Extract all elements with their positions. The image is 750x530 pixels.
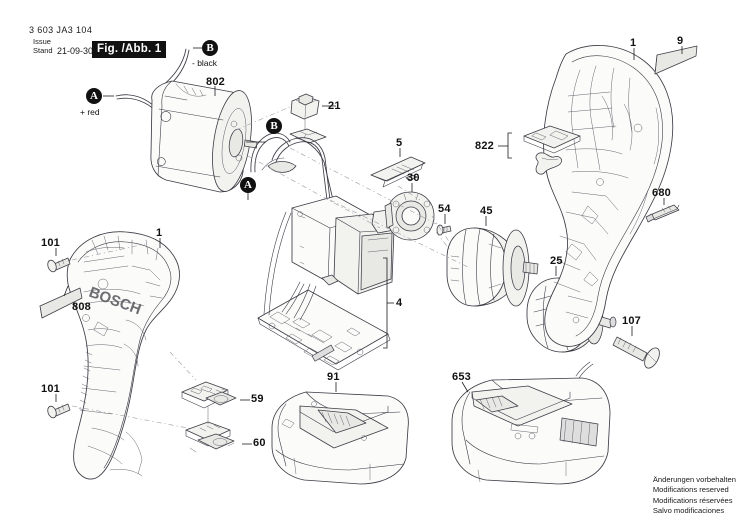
align-54-45 (435, 231, 451, 251)
callout-680: 680 (652, 187, 671, 199)
stand-label: Stand (33, 45, 53, 55)
part-59-contact (181, 381, 237, 409)
callout-21: 21 (328, 100, 341, 112)
callout-91: 91 (327, 371, 340, 383)
callout-60: 60 (253, 437, 266, 449)
issue-label: Issue (33, 37, 51, 46)
part-21-switch-cap (290, 93, 320, 120)
align-b-marker (235, 105, 293, 131)
part-107-screw (612, 336, 660, 369)
align-motor-to-gearbox (247, 155, 381, 229)
footer-line-fr: Modifications réservées (652, 495, 733, 505)
callout-107: 107 (622, 315, 641, 327)
part-45-gearbox (446, 227, 539, 307)
part-21-plate (289, 128, 327, 144)
pcb-board (257, 211, 391, 371)
callout-30: 30 (407, 172, 420, 184)
marker-b-top-note: - black (192, 58, 218, 68)
issue-date: 21-09-30 (57, 46, 94, 56)
marker-a-mid: A (240, 177, 256, 193)
part-822-clip-set (523, 125, 581, 175)
switch-module-4 (291, 195, 397, 295)
part-60-contact (185, 421, 235, 453)
figure-badge: Fig. /Abb. 1 (92, 41, 167, 58)
footer-line-en: Modifications reserved (652, 485, 729, 495)
callout-45: 45 (480, 205, 493, 217)
lead-653 (461, 381, 469, 393)
callout-5: 5 (396, 137, 403, 149)
marker-a-top: A (86, 88, 102, 104)
callout-25: 25 (550, 255, 563, 267)
wire-harness (250, 132, 335, 205)
motor-wire-red (115, 94, 158, 113)
callout-802: 802 (206, 76, 225, 88)
part-808-nameplate (39, 287, 83, 319)
align-switch-axis (289, 147, 441, 227)
part-9-label-strip (654, 45, 698, 75)
align-101-bottom (71, 405, 199, 431)
motor-802 (150, 80, 258, 193)
callout-822: 822 (475, 140, 494, 152)
callout-4: 4 (396, 297, 403, 309)
align-5-30 (397, 185, 421, 201)
footer-line-de: Änderungen vorbehalten (652, 475, 736, 485)
part-5-clip-plate (370, 156, 426, 188)
align-assembly-axis (329, 199, 471, 269)
footer-line-es: Salvo modificaciones (652, 505, 725, 515)
callout-101-top: 101 (41, 237, 60, 249)
callout-54: 54 (438, 203, 451, 215)
part-653-charger (451, 361, 611, 485)
marker-a-top-note: + red (80, 107, 100, 117)
callout-1-right: 1 (630, 37, 637, 49)
part-number: 3 603 JA3 104 (29, 25, 93, 35)
bracket-822 (507, 132, 512, 159)
part-680-bit (645, 204, 680, 223)
align-housing-59 (169, 351, 197, 381)
part-101-screw-bottom (47, 403, 71, 419)
marker-b-top: B (202, 40, 218, 56)
align-101-top (71, 243, 146, 261)
callout-1-left: 1 (156, 227, 163, 239)
part-30-flange (384, 191, 435, 241)
callout-808: 808 (72, 301, 91, 313)
marker-b-mid: B (266, 118, 282, 134)
footer-disclaimer: Änderungen vorbehalten Modifications res… (653, 475, 736, 516)
part-101-screw-top (47, 257, 71, 273)
callout-9: 9 (677, 35, 684, 47)
callout-101-bottom: 101 (41, 383, 60, 395)
part-54-screw (436, 224, 452, 236)
housing-half-left: BOSCH (66, 231, 180, 480)
lead-808 (63, 285, 69, 297)
callout-653: 653 (452, 371, 471, 383)
part-91-battery (271, 391, 409, 485)
callout-59: 59 (251, 393, 264, 405)
